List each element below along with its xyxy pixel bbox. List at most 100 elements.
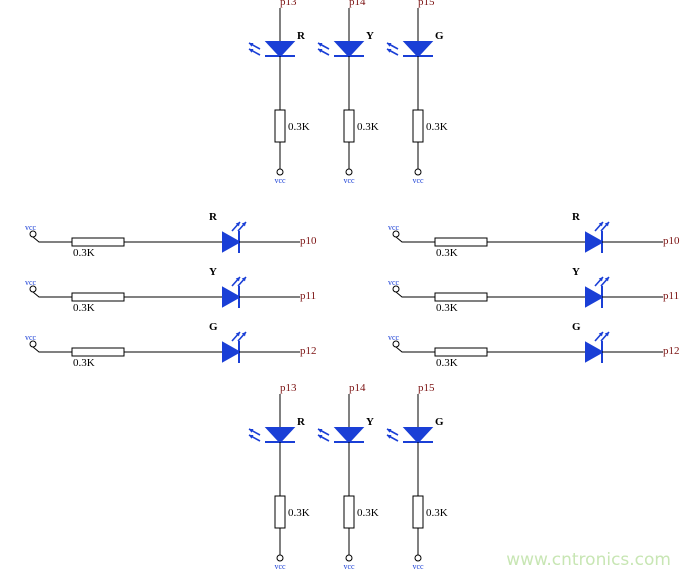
resistor bbox=[343, 495, 355, 529]
light-ray-head bbox=[604, 332, 609, 337]
light-ray-head bbox=[235, 332, 240, 337]
led-color-label: R bbox=[297, 30, 306, 42]
vcc-label: vcc bbox=[343, 562, 355, 571]
vcc-terminal bbox=[345, 168, 353, 176]
light-ray-head bbox=[318, 434, 323, 439]
resistor bbox=[71, 292, 125, 302]
resistor-value: 0.3K bbox=[426, 121, 448, 133]
light-ray-head bbox=[249, 48, 254, 53]
vcc-label: vcc bbox=[388, 333, 400, 342]
vcc-terminal bbox=[345, 554, 353, 562]
vcc-terminal bbox=[392, 230, 400, 238]
led-color-label: R bbox=[572, 211, 581, 223]
light-ray-head bbox=[387, 48, 392, 53]
vcc-terminal bbox=[392, 340, 400, 348]
resistor bbox=[434, 292, 488, 302]
wire bbox=[32, 346, 72, 353]
port-label: p15 bbox=[418, 0, 435, 8]
vcc-terminal bbox=[276, 168, 284, 176]
light-ray-head bbox=[241, 222, 246, 227]
resistor-value: 0.3K bbox=[426, 507, 448, 519]
led-diode-icon bbox=[222, 231, 242, 253]
vcc-label: vcc bbox=[412, 562, 424, 571]
light-ray-head bbox=[249, 428, 254, 433]
port-label: p13 bbox=[280, 382, 297, 394]
light-ray-head bbox=[318, 48, 323, 53]
wire bbox=[395, 291, 435, 298]
resistor-value: 0.3K bbox=[436, 247, 458, 259]
light-ray-head bbox=[598, 222, 603, 227]
resistor-value: 0.3K bbox=[357, 121, 379, 133]
light-ray-head bbox=[249, 434, 254, 439]
vcc-label: vcc bbox=[25, 333, 37, 342]
light-ray-head bbox=[235, 277, 240, 282]
port-label: p12 bbox=[663, 345, 680, 357]
vcc-terminal bbox=[414, 554, 422, 562]
resistor-value: 0.3K bbox=[436, 302, 458, 314]
led-diode-icon bbox=[585, 231, 605, 253]
port-label: p12 bbox=[300, 345, 317, 357]
led-color-label: Y bbox=[209, 266, 217, 278]
resistor-value: 0.3K bbox=[288, 507, 310, 519]
led-diode-icon bbox=[585, 341, 605, 363]
resistor bbox=[71, 237, 125, 247]
led-diode-icon bbox=[264, 41, 296, 58]
wire bbox=[395, 236, 435, 243]
led-diode-icon bbox=[222, 341, 242, 363]
port-label: p15 bbox=[418, 382, 435, 394]
led-color-label: Y bbox=[572, 266, 580, 278]
vcc-terminal bbox=[392, 285, 400, 293]
wire bbox=[32, 236, 72, 243]
light-ray-head bbox=[598, 332, 603, 337]
led-color-label: R bbox=[297, 416, 306, 428]
resistor bbox=[343, 109, 355, 143]
light-ray-head bbox=[387, 42, 392, 47]
light-ray-head bbox=[249, 42, 254, 47]
vcc-terminal bbox=[29, 340, 37, 348]
resistor bbox=[274, 495, 286, 529]
vcc-terminal bbox=[29, 230, 37, 238]
resistor-value: 0.3K bbox=[288, 121, 310, 133]
resistor bbox=[71, 347, 125, 357]
led-color-label: Y bbox=[366, 30, 374, 42]
resistor bbox=[434, 347, 488, 357]
led-color-label: G bbox=[572, 321, 581, 333]
port-label: p13 bbox=[280, 0, 297, 8]
wire bbox=[32, 291, 72, 298]
light-ray-head bbox=[318, 428, 323, 433]
port-label: p10 bbox=[663, 235, 680, 247]
light-ray-head bbox=[241, 277, 246, 282]
resistor-value: 0.3K bbox=[357, 507, 379, 519]
led-diode-icon bbox=[222, 286, 242, 308]
resistor-value: 0.3K bbox=[73, 357, 95, 369]
resistor-value: 0.3K bbox=[73, 247, 95, 259]
resistor bbox=[412, 495, 424, 529]
led-color-label: G bbox=[435, 30, 444, 42]
port-label: p11 bbox=[300, 290, 316, 302]
port-label: p14 bbox=[349, 0, 366, 8]
resistor bbox=[274, 109, 286, 143]
led-diode-icon bbox=[333, 427, 365, 444]
port-label: p11 bbox=[663, 290, 679, 302]
led-diode-icon bbox=[402, 427, 434, 444]
led-diode-icon bbox=[333, 41, 365, 58]
wire bbox=[395, 346, 435, 353]
resistor-value: 0.3K bbox=[73, 302, 95, 314]
vcc-terminal bbox=[29, 285, 37, 293]
led-color-label: G bbox=[209, 321, 218, 333]
vcc-label: vcc bbox=[343, 176, 355, 185]
port-label: p10 bbox=[300, 235, 317, 247]
vcc-label: vcc bbox=[412, 176, 424, 185]
led-color-label: R bbox=[209, 211, 218, 223]
vcc-label: vcc bbox=[388, 278, 400, 287]
vcc-label: vcc bbox=[25, 278, 37, 287]
light-ray-head bbox=[318, 42, 323, 47]
